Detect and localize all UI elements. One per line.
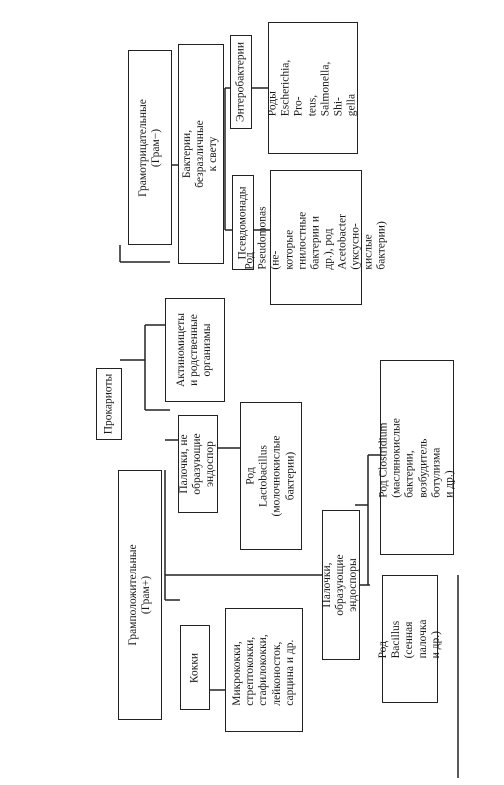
gram-negative-box: Грамотрицательные (Грам−) xyxy=(128,50,172,245)
prokaryotes-label: Прокариоты xyxy=(102,373,115,435)
cocci-list-label: Микрококки, стрептококки, стафилококки, … xyxy=(230,634,296,706)
enterobacteria-label: Энтеробактерии xyxy=(234,42,247,122)
cocci-list-box: Микрококки, стрептококки, стафилококки, … xyxy=(225,608,303,732)
gram-negative-label: Грамотрицательные (Грам−) xyxy=(136,98,162,197)
rods-non-spore-label: Палочки, не образующие эндоспор xyxy=(178,433,217,495)
pseudomonads-box: Псевдомонады xyxy=(232,175,254,270)
pseudomonas-genera-label: Род Pseudomonas (не- которые гнилостные … xyxy=(243,205,388,270)
cocci-label: Кокки xyxy=(188,652,201,683)
actinomycetes-label: Актиномицеты и родственные организмы xyxy=(175,312,214,388)
clostridium-box: Род Clostridium (маслянокислые бактерии,… xyxy=(377,360,456,555)
pseudomonas-genera-box: Род Pseudomonas (не- которые гнилостные … xyxy=(243,170,387,305)
enterobacteria-genera-box: Роды Escherichia, Pro- teus, Salmonella,… xyxy=(266,22,359,154)
lactobacillus-label: Род Lactobacillus (молочнокислые бактери… xyxy=(244,435,297,517)
prokaryotes-box: Прокариоты xyxy=(96,368,122,440)
light-indifferent-box: Бактерии, безразличные к свету xyxy=(178,44,224,264)
clostridium-label: Род Clostridium (маслянокислые бактерии,… xyxy=(377,417,456,498)
gram-positive-box: Грамположительные (Грам+) xyxy=(118,470,162,720)
bacillus-box: Род Bacillus (сенная палочка и др.) xyxy=(377,575,442,703)
enterobacteria-genera-label: Роды Escherichia, Pro- teus, Salmonella,… xyxy=(266,59,359,117)
gram-positive-label: Грамположительные (Грам+) xyxy=(126,544,152,646)
bacillus-label: Род Bacillus (сенная палочка и др.) xyxy=(376,619,442,659)
enterobacteria-box: Энтеробактерии xyxy=(230,35,252,129)
rods-non-spore-box: Палочки, не образующие эндоспор xyxy=(178,415,218,513)
rods-spore-box: Палочки, образующие эндоспоры xyxy=(321,510,360,660)
actinomycetes-box: Актиномицеты и родственные организмы xyxy=(165,298,225,402)
cocci-box: Кокки xyxy=(180,625,210,710)
rods-spore-label: Палочки, образующие эндоспоры xyxy=(321,554,360,616)
lactobacillus-box: Род Lactobacillus (молочнокислые бактери… xyxy=(240,402,302,550)
light-indifferent-label: Бактерии, безразличные к свету xyxy=(181,120,220,188)
